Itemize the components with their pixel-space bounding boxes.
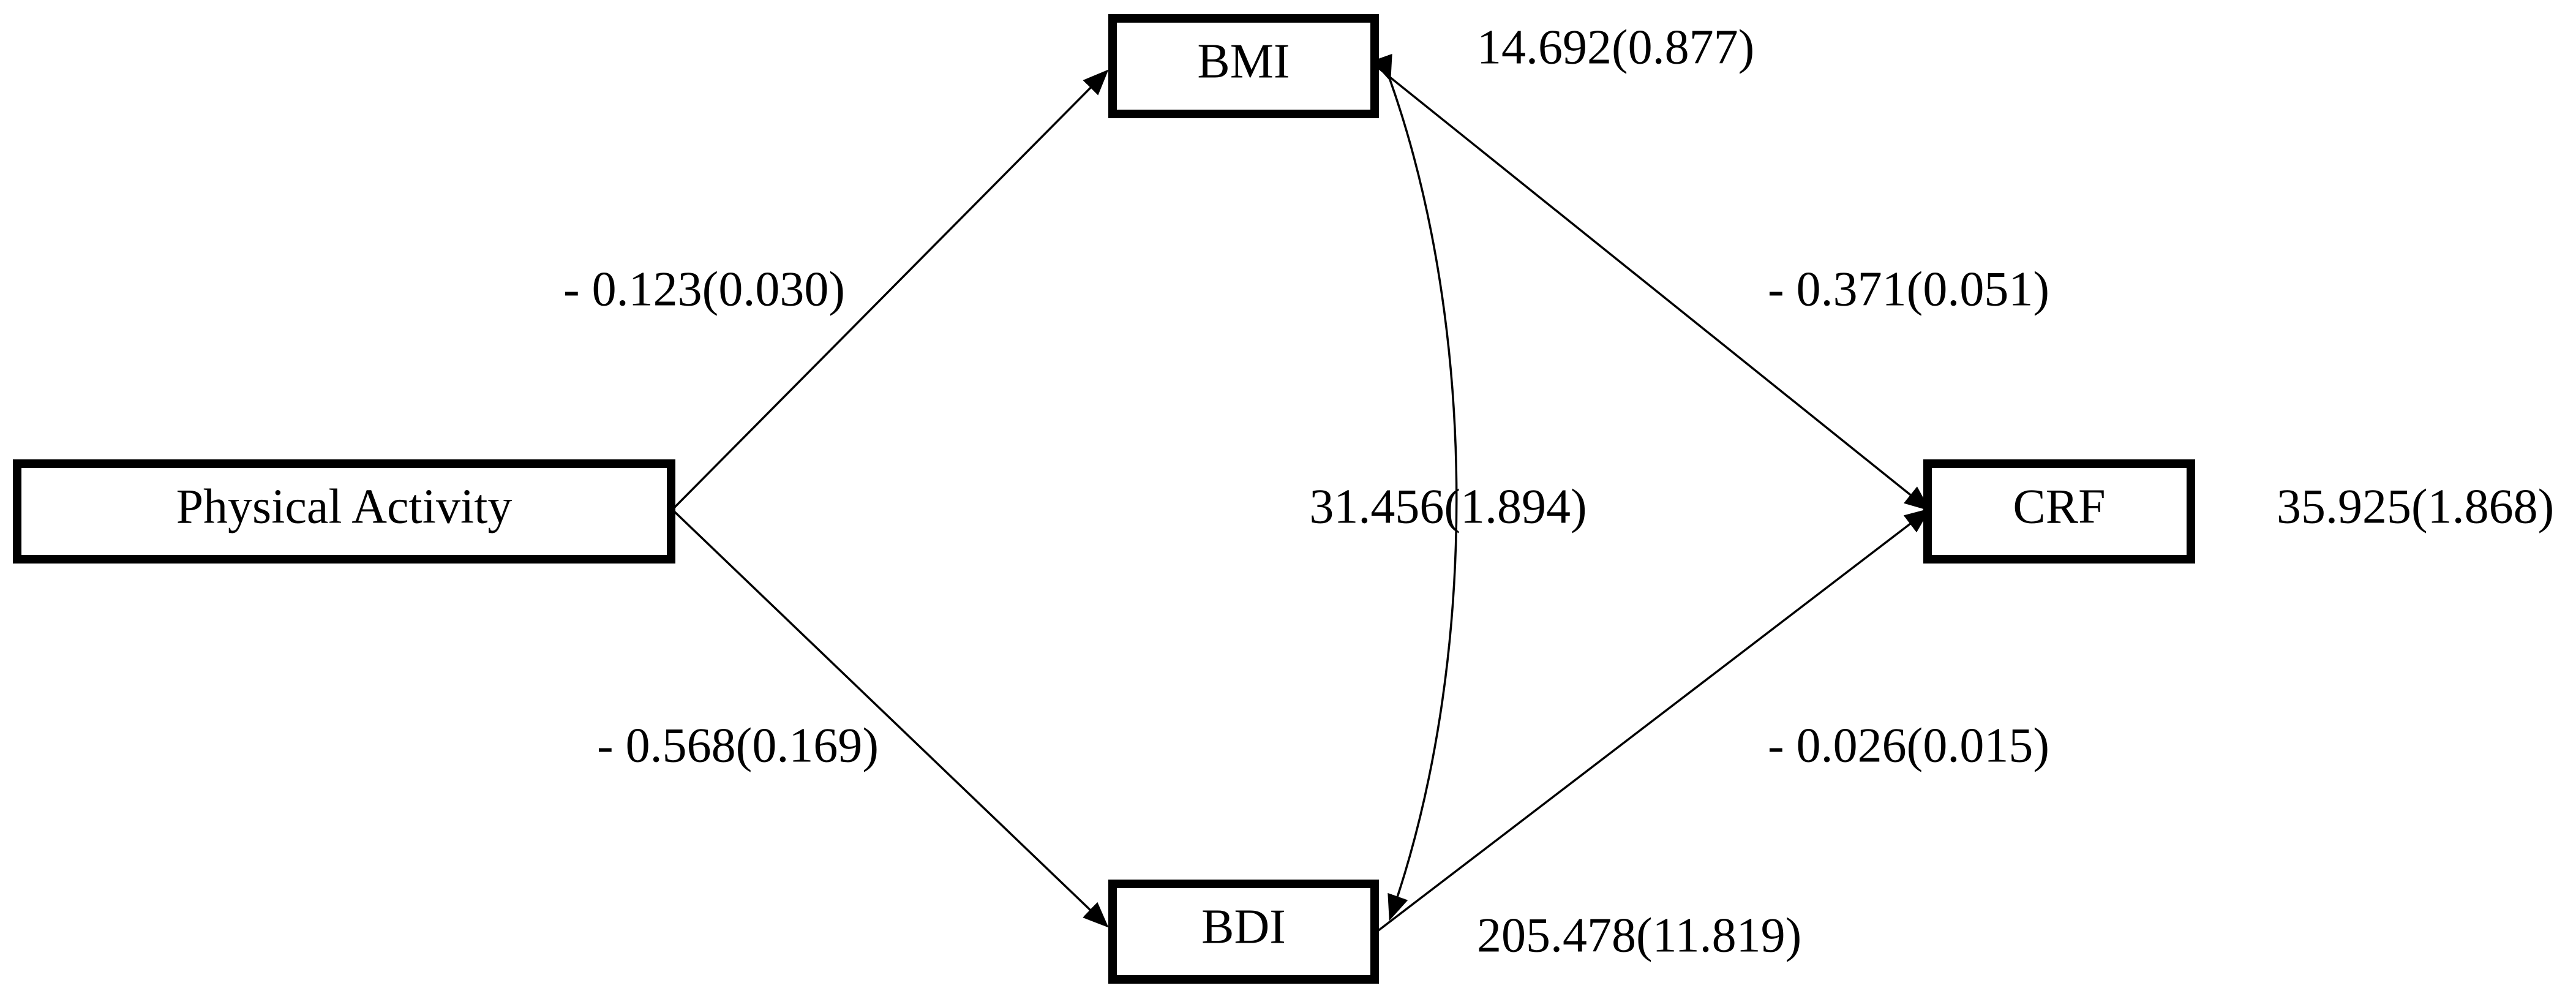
path-bmi-bdi-covariance [1372,53,1458,921]
coef-bmi-to-crf: - 0.371(0.051) [1768,262,2049,316]
coef-pa-to-bdi: - 0.568(0.169) [597,718,879,772]
path-bdi-to-crf [1376,508,1931,932]
variance-crf: 35.925(1.868) [2277,480,2554,533]
node-crf: CRF [1923,459,2195,564]
coef-bdi-to-crf: - 0.026(0.015) [1768,718,2049,772]
node-physical-activity: Physical Activity [13,459,675,564]
path-bmi-to-crf [1376,66,1931,511]
node-bmi: BMI [1108,14,1379,118]
node-crf-label: CRF [2013,480,2105,533]
variance-bdi: 205.478(11.819) [1477,908,1801,962]
node-physical-activity-label: Physical Activity [176,480,513,533]
coef-pa-to-bmi: - 0.123(0.030) [563,262,845,316]
node-bdi-label: BDI [1201,900,1286,954]
variance-bmi: 14.692(0.877) [1477,20,1754,74]
coef-bmi-bdi-covariance: 31.456(1.894) [1309,480,1587,533]
path-pa-to-bmi [671,69,1109,511]
path-pa-to-bdi [671,508,1109,928]
node-bmi-label: BMI [1197,34,1290,88]
node-bdi: BDI [1108,880,1379,984]
